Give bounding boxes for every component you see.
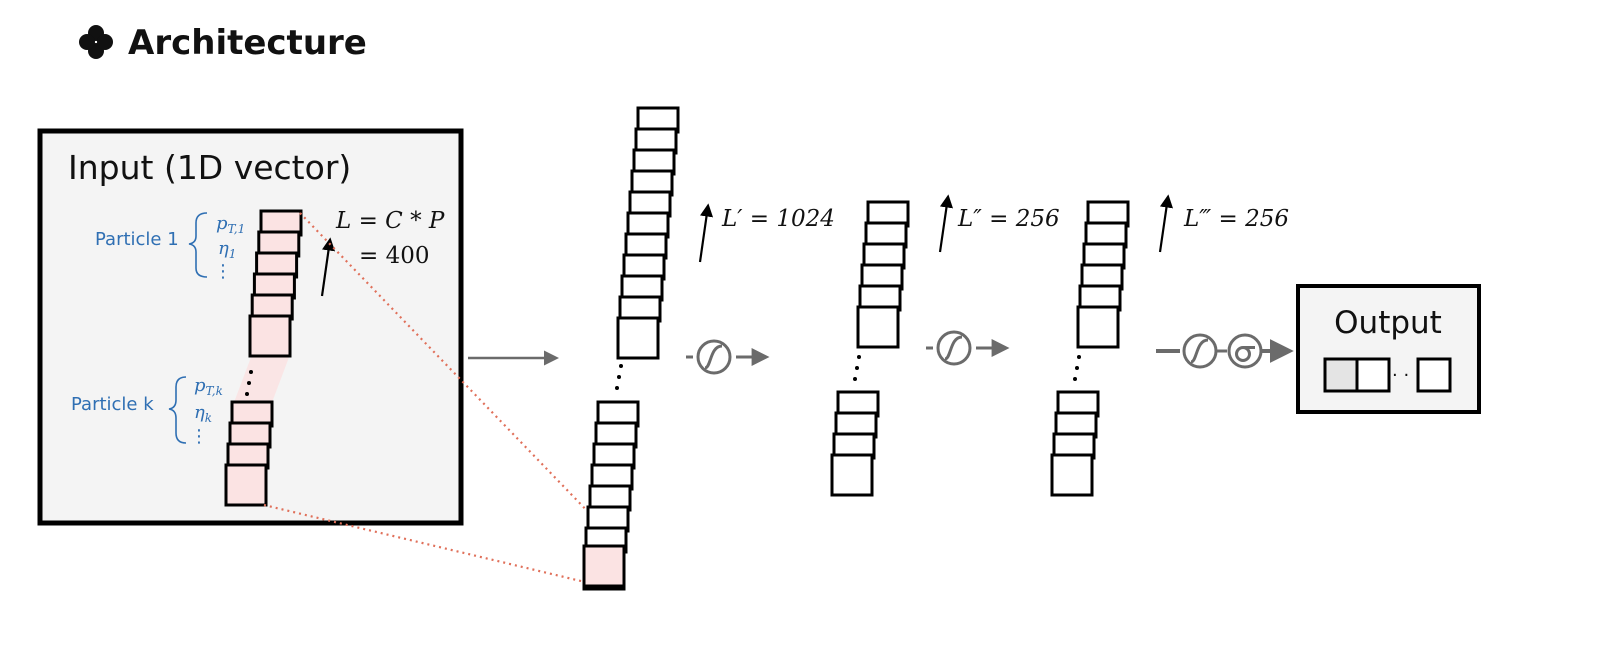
layer-1-length-arrow <box>698 203 714 263</box>
activation-3 <box>1156 333 1294 369</box>
output-panel-title: Output <box>1334 305 1442 341</box>
neuron-cell <box>224 463 268 507</box>
particle-1-brace <box>188 212 208 278</box>
output-dots: · · <box>1392 365 1409 386</box>
neuron-cell <box>1076 305 1120 349</box>
layer-1-gap-dots <box>615 364 623 390</box>
particle-k-pt: pT,k <box>194 375 223 398</box>
particle-1-pt: pT,1 <box>216 213 245 236</box>
layer-3-bottom-stack <box>1050 390 1100 497</box>
sigmoid-icon <box>696 339 732 375</box>
particle-k-label: Particle k <box>71 394 154 415</box>
input-vector-top <box>248 209 303 358</box>
layer-1-bottom-stack <box>582 400 640 591</box>
layer-1: L′ = 1024 <box>582 106 835 591</box>
particle-1-eta: η1 <box>218 238 236 261</box>
layer-3-top-stack <box>1076 200 1130 349</box>
particle-k-dots: ⋮ <box>190 426 208 447</box>
vector-gap-dots <box>245 370 253 396</box>
page-title: Architecture <box>128 23 367 63</box>
layer-1-label: L′ = 1024 <box>721 206 835 232</box>
clover-icon <box>79 25 113 59</box>
layer-2-gap-dots <box>853 355 861 381</box>
input-length-line-1: L = C * P <box>335 208 445 234</box>
output-cell <box>1355 357 1391 393</box>
input-panel-title: Input (1D vector) <box>68 148 351 187</box>
layer-2-label: L″ = 256 <box>957 206 1060 232</box>
input-length-arrow <box>320 237 336 297</box>
header: Architecture <box>79 23 367 63</box>
output-cell <box>1323 357 1359 393</box>
neuron-cell <box>230 400 274 428</box>
layer-2-top-stack <box>856 200 910 349</box>
sigma-icon <box>1227 333 1263 369</box>
layer-3-gap-dots <box>1073 355 1081 381</box>
particle-1-label: Particle 1 <box>95 229 179 250</box>
output-panel: Output · · <box>1296 284 1481 414</box>
layer-2: L″ = 256 <box>830 194 1060 497</box>
layer-3-label: L‴ = 256 <box>1183 206 1289 232</box>
neuron-cell <box>1050 453 1094 497</box>
sigmoid-icon <box>936 330 972 366</box>
zoom-connectors <box>263 212 623 584</box>
particle-1-dots: ⋮ <box>214 261 232 282</box>
activation-1 <box>686 339 770 375</box>
input-length-line-2: = 400 <box>359 243 429 269</box>
layer-1-top-stack <box>616 106 680 360</box>
particle-k-brace <box>168 376 187 444</box>
output-cell <box>1416 357 1452 393</box>
neuron-cell <box>830 453 874 497</box>
particle-k-eta: ηk <box>194 402 212 425</box>
sigmoid-icon <box>1182 333 1218 369</box>
layer-3: L‴ = 256 <box>1050 194 1289 497</box>
layer-2-length-arrow <box>938 194 954 253</box>
activation-2 <box>926 330 1010 366</box>
neuron-cell <box>616 316 660 360</box>
layer-3-length-arrow <box>1158 194 1174 253</box>
input-panel: Input (1D vector) Particle 1 pT,1 η1 ⋮ P… <box>37 128 464 526</box>
neuron-cell <box>248 314 292 358</box>
vector-gap-band <box>233 352 291 405</box>
neuron-cell-highlight <box>582 544 626 588</box>
layer-2-bottom-stack <box>830 390 880 497</box>
neuron-cell <box>856 305 900 349</box>
input-vector-bottom <box>224 400 274 507</box>
particle-k-annotation: Particle k pT,k ηk ⋮ <box>71 375 223 447</box>
particle-1-annotation: Particle 1 pT,1 η1 ⋮ <box>95 212 245 282</box>
